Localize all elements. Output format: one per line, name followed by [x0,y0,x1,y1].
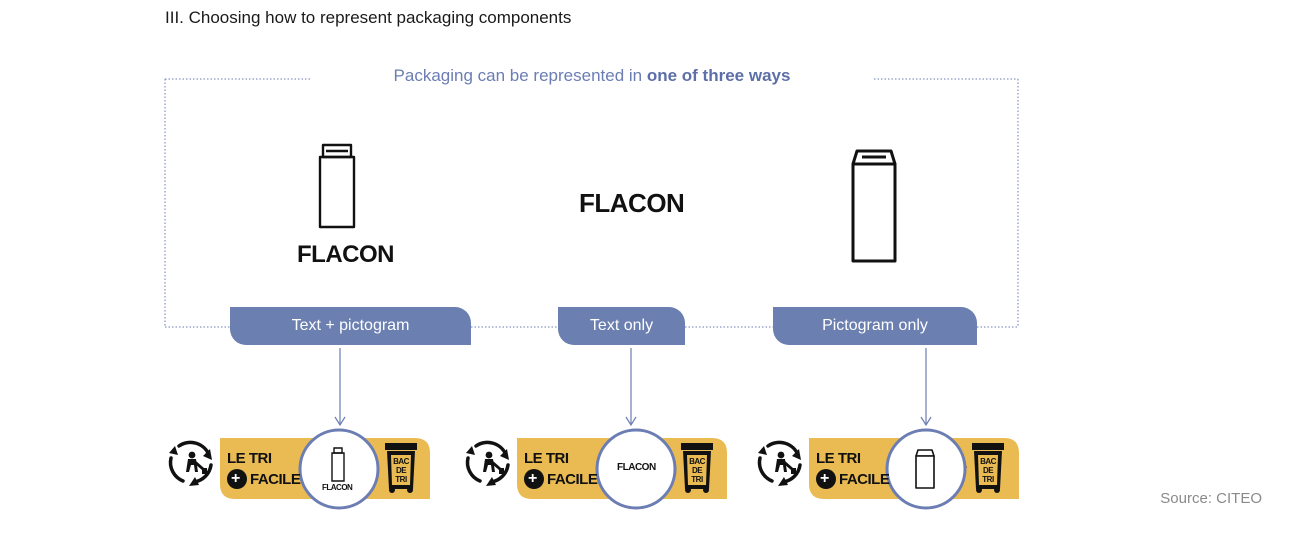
connector-arrows [334,348,932,427]
tab-text-only: Text only [558,307,685,345]
badge-line2: FACILE [547,471,598,488]
bottle-icon [318,143,356,229]
headline: Packaging can be represented in one of t… [310,66,874,86]
badge-plus: + [820,470,829,487]
badge-mini-word: FLACON [617,462,656,473]
badge-line1: LE TRI [227,450,272,467]
option-text-only-word: FLACON [579,188,685,218]
option-text-pictogram-word: FLACON [297,241,394,268]
badge-line2: FACILE [839,471,890,488]
badge-plus: + [528,470,537,487]
tab-text-pictogram: Text + pictogram [230,307,471,345]
badge-line2: FACILE [250,471,301,488]
headline-emphasis: one of three ways [646,66,791,85]
source-credit: Source: CITEO [1160,490,1262,507]
tab-pictogram-only: Pictogram only [773,307,977,345]
badge-mini-word: FLACON [322,483,353,492]
bottle-icon [851,149,897,263]
badge-line1: LE TRI [816,450,861,467]
badge-plus: + [231,470,240,487]
headline-prefix: Packaging can be represented in [393,66,647,85]
section-title: III. Choosing how to represent packaging… [165,8,572,27]
badge-line1: LE TRI [524,450,569,467]
